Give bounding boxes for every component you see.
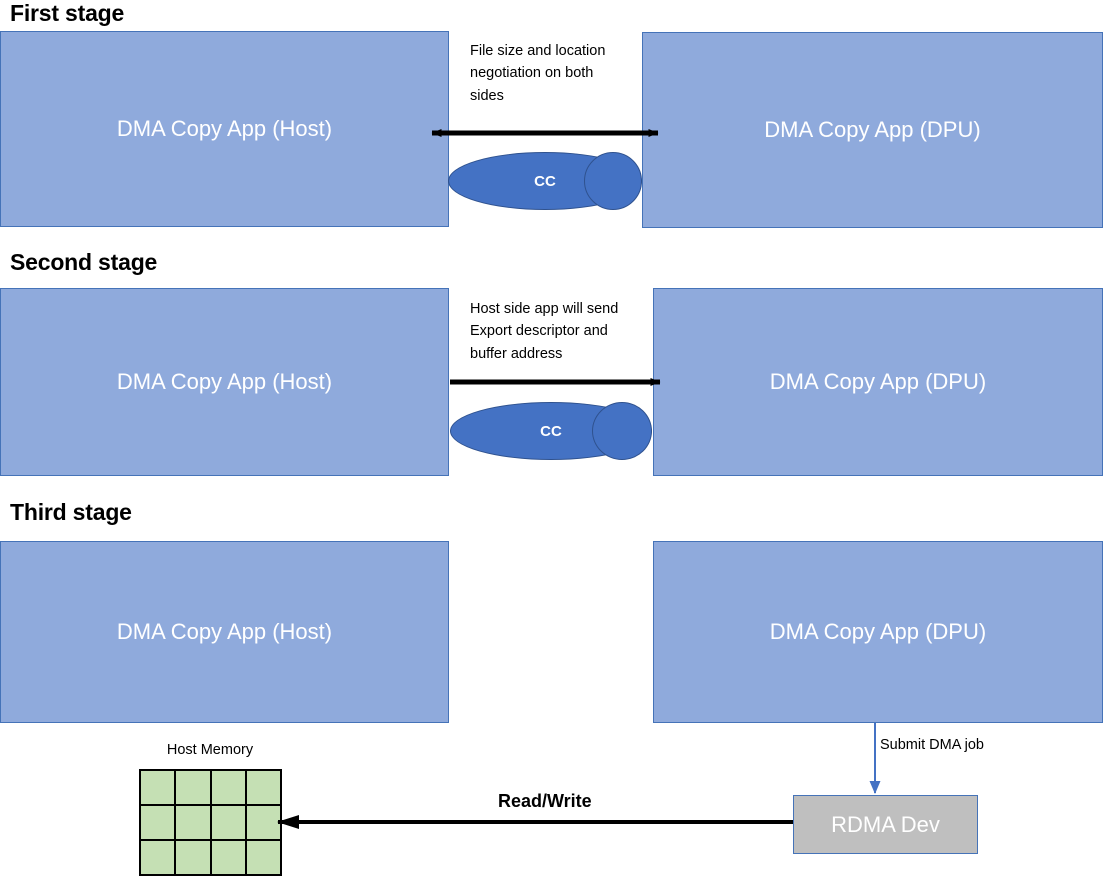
memory-cell bbox=[141, 806, 177, 841]
memory-cell bbox=[141, 841, 177, 876]
rdma-dev-box: RDMA Dev bbox=[793, 795, 978, 854]
stage-3-title: Third stage bbox=[10, 499, 132, 525]
read-write-label: Read/Write bbox=[498, 791, 592, 811]
rdma-dev-label: RDMA Dev bbox=[831, 811, 940, 837]
stage-2-title: Second stage bbox=[10, 249, 158, 275]
memory-cell bbox=[211, 771, 247, 806]
stage-2-dpu-label: DMA Copy App (DPU) bbox=[769, 368, 987, 394]
cc-cylinder-cap bbox=[584, 152, 642, 210]
stage-1-host-box: DMA Copy App (Host) bbox=[0, 31, 449, 227]
stage-1-title: First stage bbox=[10, 0, 125, 26]
stage-3-dpu-box: DMA Copy App (DPU) bbox=[653, 541, 1103, 723]
stage-1-note: File size and location negotiation on bo… bbox=[470, 43, 606, 104]
submit-dma-job-label: Submit DMA job bbox=[880, 737, 984, 753]
memory-cell bbox=[176, 841, 212, 876]
memory-cell bbox=[211, 806, 247, 841]
stage-1-cc-cylinder: CC bbox=[448, 152, 642, 210]
memory-cell bbox=[141, 771, 177, 806]
memory-cell bbox=[246, 806, 282, 841]
stage-1-cc-label: CC bbox=[534, 172, 556, 190]
memory-cell bbox=[246, 771, 282, 806]
stage-1-dpu-label: DMA Copy App (DPU) bbox=[764, 116, 981, 142]
stage-2-host-label: DMA Copy App (Host) bbox=[116, 368, 333, 394]
stage-3-host-label: DMA Copy App (Host) bbox=[116, 618, 333, 644]
stage-2-host-box: DMA Copy App (Host) bbox=[0, 288, 449, 476]
memory-cell bbox=[176, 771, 212, 806]
memory-cell bbox=[211, 841, 247, 876]
stage-1-dpu-box: DMA Copy App (DPU) bbox=[642, 32, 1103, 228]
host-memory-title: Host Memory bbox=[166, 742, 254, 758]
memory-cell bbox=[246, 841, 282, 876]
memory-cell bbox=[176, 806, 212, 841]
stage-2-cc-cylinder: CC bbox=[450, 402, 652, 460]
stage-2-dpu-box: DMA Copy App (DPU) bbox=[653, 288, 1103, 476]
stage-3-dpu-label: DMA Copy App (DPU) bbox=[769, 618, 987, 644]
host-memory-grid bbox=[139, 769, 282, 876]
cc-cylinder-cap bbox=[592, 402, 652, 460]
stage-2-note: Host side app will send Export descripto… bbox=[470, 301, 619, 362]
stage-1-host-label: DMA Copy App (Host) bbox=[116, 115, 333, 141]
stage-2-cc-label: CC bbox=[540, 422, 562, 440]
stage-3-host-box: DMA Copy App (Host) bbox=[0, 541, 449, 723]
